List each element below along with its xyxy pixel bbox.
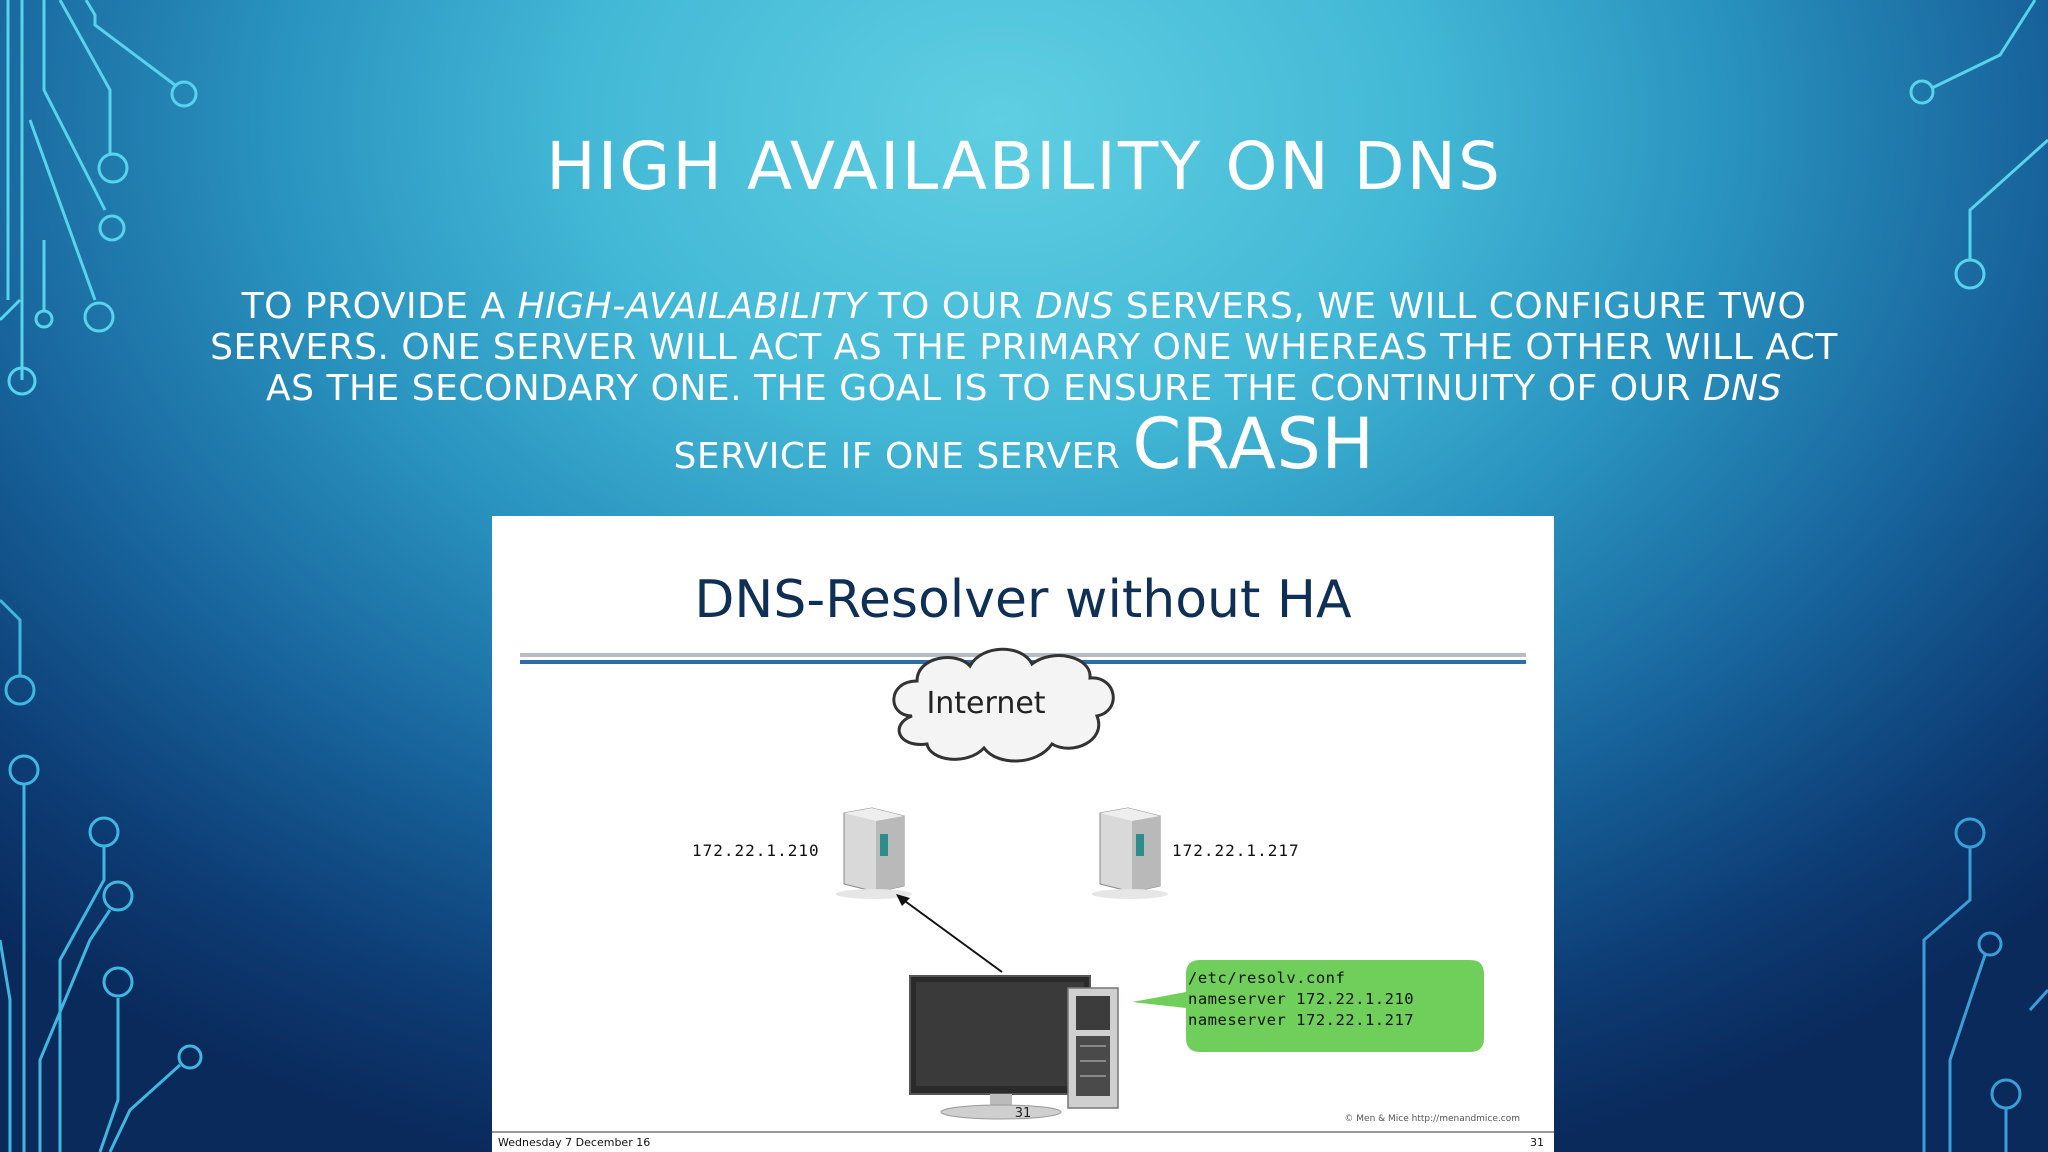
figure-title: DNS-Resolver without HA [694,570,1352,630]
slide-body-text: TO PROVIDE A HIGH-AVAILABILITY TO OUR DN… [200,286,1848,479]
body-text-part: SERVERS, WE WILL CONFIGURE TWO SERVERS. … [210,286,1838,409]
resolv-conf-callout [1132,960,1484,1052]
body-text-emphasis: DNS [1034,286,1114,327]
figure-footer-date: Wednesday 7 December 16 [498,1136,651,1149]
circuit-right-top [1909,0,2048,290]
internet-cloud-icon [892,647,1115,763]
monitor-icon [909,975,1091,1120]
server-right-icon [1092,807,1168,899]
figure-page-number: 31 [1014,1106,1032,1121]
cloud-label: Internet [926,686,1046,721]
query-arrow [896,894,1003,973]
server-left-icon [836,807,912,899]
figure-graphics [492,647,1554,1133]
circuit-left-bottom [0,598,203,1152]
conf-line: nameserver 172.22.1.217 [1188,1011,1415,1029]
server-left-ip: 172.22.1.210 [692,841,820,860]
conf-line: /etc/resolv.conf [1188,969,1346,987]
figure-footer-page: 31 [1530,1136,1544,1149]
resolv-conf-text: /etc/resolv.conf nameserver 172.22.1.210… [1188,968,1488,1031]
body-text-part: SERVICE IF ONE SERVER [673,436,1133,477]
figure-credit: © Men & Mice http://menandmice.com [1344,1114,1520,1124]
body-text-part: TO PROVIDE A [241,286,518,327]
body-text-emphasis: DNS [1702,368,1782,409]
body-text-part: TO OUR [866,286,1035,327]
conf-line: nameserver 172.22.1.210 [1188,990,1415,1008]
circuit-left-top [0,0,198,396]
circuit-right-bottom [1922,817,2048,1152]
body-text-emphasis: HIGH-AVAILABILITY [517,286,867,327]
server-right-ip: 172.22.1.217 [1172,841,1300,860]
body-text-large-word: CRASH [1132,403,1375,485]
dns-resolver-figure: DNS-Resolver without HA Internet 172.22.… [492,516,1554,1152]
workstation-tower-icon [1067,987,1119,1109]
slide-title: HIGH AVAILABILITY ON DNS [546,128,1502,205]
